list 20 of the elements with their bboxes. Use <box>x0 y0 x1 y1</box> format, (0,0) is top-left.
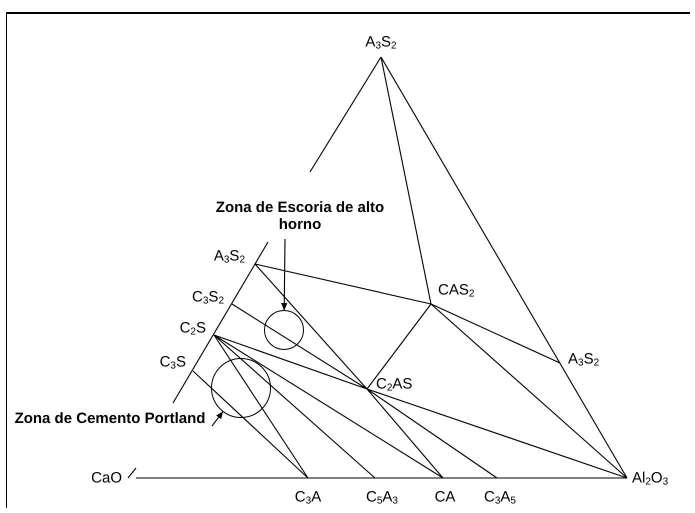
zone-circle <box>211 358 271 418</box>
compound-label: C$_{2}$S <box>180 320 206 336</box>
compound-label: C$_{3}$A <box>294 488 322 506</box>
zone-label: Zona de Cemento Portland <box>8 410 212 446</box>
leader-arrow <box>281 239 288 311</box>
compound-label: A$_{3}$S$_{2}$ <box>214 248 245 264</box>
compound-label: A$_{3}$S$_{2}$ <box>568 350 600 368</box>
compound-label: C$_{3}$S <box>160 354 186 370</box>
compound-label: C$_{2}$AS <box>376 376 412 392</box>
zone-circle <box>264 310 304 350</box>
compound-label: C$_{3}$A$_{5}$ <box>484 488 516 506</box>
compound-label: CaO <box>91 470 122 486</box>
zone-label: Zona de Escoria de alto horno <box>206 199 394 237</box>
compound-label: CAS$_{2}$ <box>438 282 474 298</box>
leader-arrow <box>212 411 224 426</box>
compound-label: Al$_{2}$O$_{3}$ <box>632 470 668 486</box>
compound-label: C$_{5}$A$_{3}$ <box>366 488 398 506</box>
compound-label: A$_{3}$S$_{2}$ <box>365 34 397 50</box>
compound-label: CA <box>434 488 456 506</box>
compound-label: C$_{3}$S$_{2}$ <box>192 288 224 306</box>
